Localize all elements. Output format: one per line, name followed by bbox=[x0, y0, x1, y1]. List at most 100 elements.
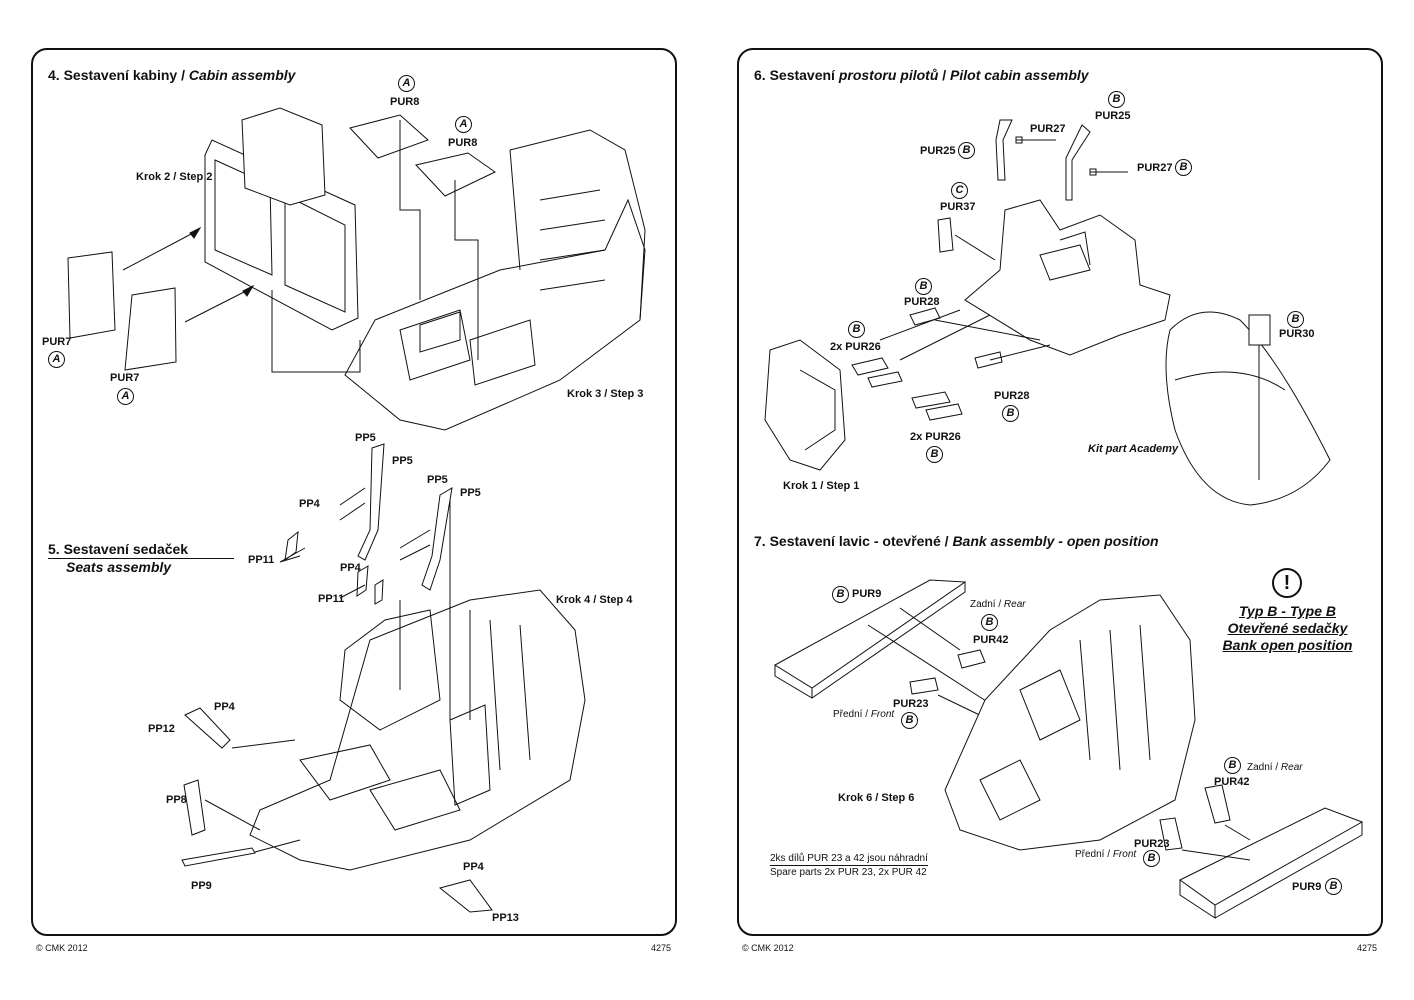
pp9-part bbox=[181, 847, 256, 867]
spare-parts-note: 2ks dílů PUR 23 a 42 jsou náhradní Spare… bbox=[770, 853, 928, 878]
pur8-cushion-1 bbox=[349, 114, 429, 159]
step-6-label: Krok 6 / Step 6 bbox=[838, 792, 915, 804]
badge-b-icon: B bbox=[832, 586, 849, 603]
pp5-belt-2 bbox=[421, 487, 453, 591]
pp11-part-2 bbox=[356, 565, 369, 597]
badge-b-icon: B bbox=[901, 712, 918, 729]
label-pp11-b: PP11 bbox=[318, 593, 345, 605]
badge-a-icon: A bbox=[455, 116, 472, 133]
warning-icon: ! bbox=[1272, 568, 1302, 598]
badge-b-icon: B bbox=[1325, 878, 1342, 895]
pur7-cushion-1 bbox=[67, 251, 116, 339]
rear-label-top: Zadní / Rear bbox=[970, 599, 1026, 610]
seat-back-panel bbox=[204, 139, 359, 331]
label-pur7-b: PUR7 bbox=[110, 372, 140, 384]
pur27-pin-2 bbox=[1089, 168, 1128, 176]
step-4-label: Krok 4 / Step 4 bbox=[556, 594, 633, 606]
label-pp11-a: PP11 bbox=[248, 554, 275, 566]
label-pp4-a: PP4 bbox=[299, 498, 320, 510]
right-footer-copyright: © CMK 2012 bbox=[742, 943, 794, 953]
label-pur26-b: 2x PUR26 bbox=[910, 431, 961, 443]
pur8-cushion-2 bbox=[415, 152, 496, 197]
pur42-part-bottom bbox=[1204, 784, 1231, 824]
label-pur9-a: PUR9 bbox=[852, 588, 882, 600]
pur27-pin-1 bbox=[1015, 136, 1056, 144]
label-pur25-b: PUR25 bbox=[1095, 110, 1131, 122]
kit-part-academy-shell bbox=[1165, 311, 1331, 506]
pp5-belt-1 bbox=[357, 443, 385, 561]
badge-b-icon: B bbox=[926, 446, 943, 463]
left-footer-copyright: © CMK 2012 bbox=[36, 943, 88, 953]
label-pp4-b: PP4 bbox=[340, 562, 361, 574]
step-3-label: Krok 3 / Step 3 bbox=[567, 388, 644, 400]
label-pp4-c: PP4 bbox=[214, 701, 235, 713]
badge-b-icon: B bbox=[1108, 91, 1125, 108]
label-pur42-b: PUR42 bbox=[1214, 776, 1250, 788]
label-pp5-b: PP5 bbox=[392, 455, 413, 467]
label-pur8-b: PUR8 bbox=[448, 137, 478, 149]
badge-b-icon: B bbox=[1175, 159, 1192, 176]
label-pur28-a: PUR28 bbox=[904, 296, 940, 308]
pur26-part-3 bbox=[911, 391, 951, 409]
label-pp5-c: PP5 bbox=[427, 474, 448, 486]
badge-b-icon: B bbox=[848, 321, 865, 338]
pur37-part bbox=[937, 217, 954, 253]
badge-b-icon: B bbox=[1287, 311, 1304, 328]
label-pp5-a: PP5 bbox=[355, 432, 376, 444]
section-6-title: 6. Sestavení prostoru pilotů / Pilot cab… bbox=[754, 67, 1089, 83]
rear-label-bottom: Zadní / Rear bbox=[1247, 762, 1303, 773]
cabin-shell-step6 bbox=[944, 594, 1196, 851]
section-7-title: 7. Sestavení lavic - otevřené / Bank ass… bbox=[754, 533, 1159, 549]
pur23-part-top bbox=[909, 677, 939, 695]
badge-b-icon: B bbox=[958, 142, 975, 159]
label-pur25-a: PUR25 bbox=[920, 145, 956, 157]
pur28-part-2 bbox=[974, 351, 1003, 369]
label-pp4-d: PP4 bbox=[463, 861, 484, 873]
pur25-lever-1 bbox=[995, 119, 1013, 181]
label-pp13: PP13 bbox=[492, 912, 519, 924]
pur26-part-4 bbox=[925, 403, 963, 421]
label-pur30: PUR30 bbox=[1279, 328, 1315, 340]
label-pp8: PP8 bbox=[166, 794, 187, 806]
left-footer-code: 4275 bbox=[651, 943, 672, 953]
badge-b-icon: B bbox=[1143, 850, 1160, 867]
label-pp12: PP12 bbox=[148, 723, 175, 735]
type-b-note: Typ B - Type B Otevřené sedačky Bank ope… bbox=[1222, 603, 1353, 653]
label-pur7-a: PUR7 bbox=[42, 336, 72, 348]
badge-c-icon: C bbox=[951, 182, 968, 199]
pp11-part-3 bbox=[374, 579, 384, 605]
label-pur8-a: PUR8 bbox=[390, 96, 420, 108]
instrument-box bbox=[241, 107, 326, 206]
badge-b-icon: B bbox=[915, 278, 932, 295]
label-pur28-b: PUR28 bbox=[994, 390, 1030, 402]
badge-b-icon: B bbox=[981, 614, 998, 631]
pur23-part-bottom bbox=[1159, 817, 1183, 851]
pur30-cylinder bbox=[1248, 314, 1271, 346]
badge-a-icon: A bbox=[48, 351, 65, 368]
label-pur23-b: PUR23 bbox=[1134, 838, 1170, 850]
pilot-seat-assembly bbox=[964, 199, 1171, 356]
pur42-part-top bbox=[957, 649, 986, 669]
badge-b-icon: B bbox=[1224, 757, 1241, 774]
front-label-top: Přední / Front bbox=[833, 709, 895, 720]
label-pur27-b: PUR27 bbox=[1137, 162, 1173, 174]
pur28-part-1 bbox=[909, 307, 941, 326]
pur26-part-2 bbox=[867, 371, 903, 388]
section-5-title: 5. Sestavení sedaček Seats assembly bbox=[48, 541, 234, 576]
pur26-part-1 bbox=[851, 357, 889, 376]
pp11-part-1 bbox=[284, 530, 299, 562]
step-1-label: Krok 1 / Step 1 bbox=[783, 480, 860, 492]
right-footer-code: 4275 bbox=[1357, 943, 1378, 953]
step-2-label: Krok 2 / Step 2 bbox=[136, 171, 213, 183]
label-pur27-a: PUR27 bbox=[1030, 123, 1066, 135]
section-4-title: 4. Sestavení kabiny / Cabin assembly bbox=[48, 67, 296, 83]
label-pur37: PUR37 bbox=[940, 201, 976, 213]
pp8-part bbox=[183, 779, 206, 836]
pur25-lever-2 bbox=[1065, 124, 1091, 201]
label-pp5-d: PP5 bbox=[460, 487, 481, 499]
badge-a-icon: A bbox=[117, 388, 134, 405]
step-1-nose-piece bbox=[764, 339, 846, 471]
label-pur9-b: PUR9 bbox=[1292, 881, 1322, 893]
